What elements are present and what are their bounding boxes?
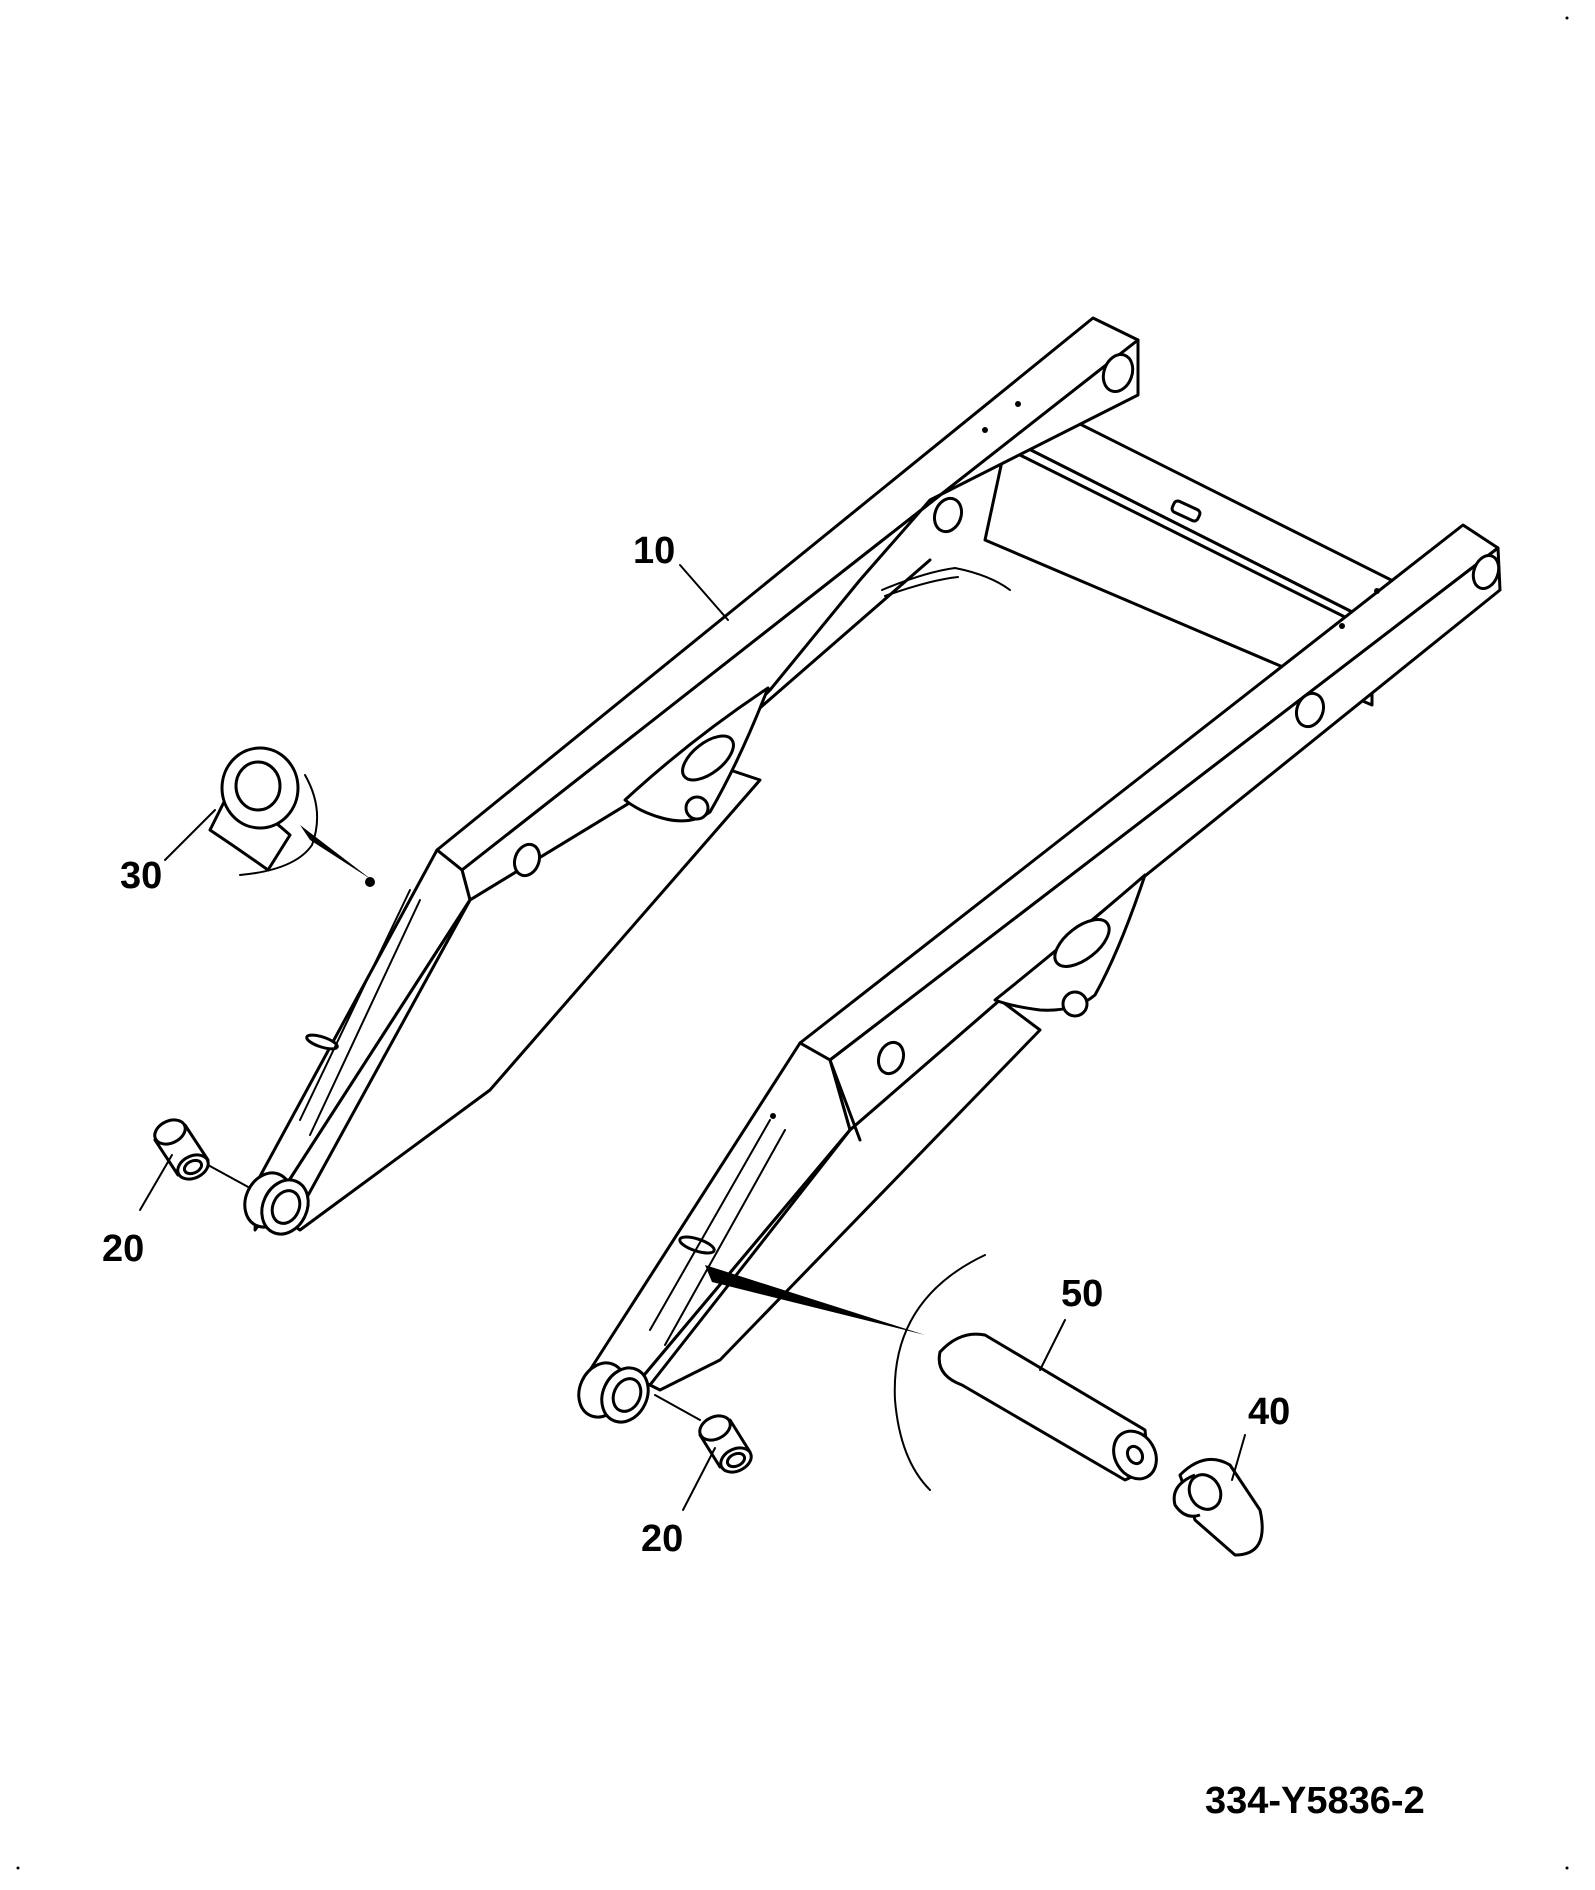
sleeve [1172,1457,1264,1557]
callout-40: 40 [1248,1391,1291,1433]
leader-50 [1039,1319,1066,1371]
callout-20-right: 20 [641,1518,684,1560]
left-arm [243,316,1140,1236]
bush-right [654,1394,753,1474]
leader-30 [164,809,216,861]
boom-frame [243,316,1502,1424]
leader-10 [679,564,729,621]
pin [705,1254,1158,1491]
leader-40 [1231,1434,1246,1481]
leader-20b [682,1447,716,1511]
callout-10: 10 [633,530,676,572]
bush-left [153,1118,251,1189]
flanged-bush [208,746,375,887]
callout-50: 50 [1061,1273,1104,1315]
right-arm [577,523,1502,1424]
callout-20-left: 20 [102,1228,145,1270]
figure-code: 334-Y5836-2 [1205,1780,1425,1822]
leader-20a [139,1154,173,1211]
callout-30: 30 [120,855,163,897]
registration-marks [16,16,1569,1870]
callout-leaders [139,564,1246,1511]
